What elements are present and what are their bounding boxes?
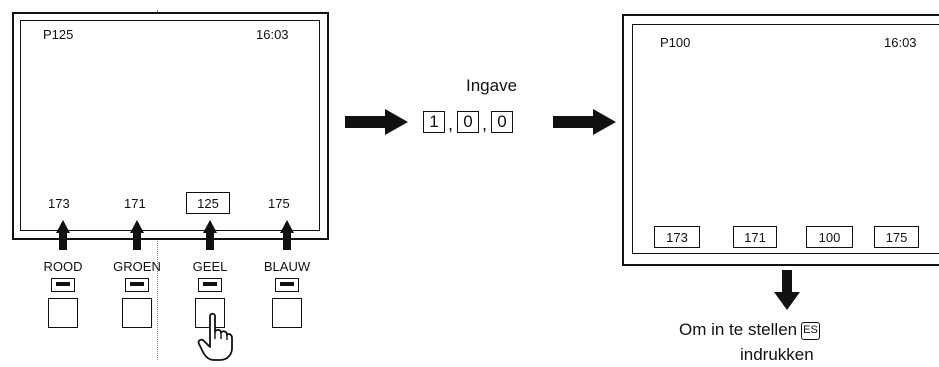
- left-screen-inner: [20, 20, 320, 231]
- button-label-blauw: BLAUW: [263, 259, 311, 274]
- arrow-down-icon: [774, 270, 800, 310]
- button-label-geel: GEEL: [192, 259, 228, 274]
- right-program-number: P100: [660, 35, 691, 50]
- left-value-rood: 173: [48, 196, 70, 211]
- arrow-right-icon: [553, 109, 616, 135]
- right-value-groen: 171: [733, 226, 777, 248]
- arrow-up-icon: [56, 220, 70, 250]
- left-time: 16:03: [256, 27, 289, 42]
- led-blauw: [275, 278, 299, 292]
- left-value-geel-selected: 125: [186, 192, 230, 214]
- arrow-up-icon: [280, 220, 294, 250]
- left-value-groen: 171: [124, 196, 146, 211]
- blauw-button[interactable]: [272, 298, 302, 328]
- separator: ,: [482, 114, 488, 134]
- groen-button[interactable]: [122, 298, 152, 328]
- right-value-blauw: 175: [874, 226, 919, 248]
- instruction-text: Om in te stellen: [679, 320, 798, 339]
- digit-key-1: 1: [423, 111, 445, 133]
- led-rood: [51, 278, 75, 292]
- digit-key-0: 0: [457, 111, 479, 133]
- arrow-up-icon: [130, 220, 144, 250]
- input-label: Ingave: [466, 76, 518, 95]
- left-value-blauw: 175: [268, 196, 290, 211]
- led-geel: [198, 278, 222, 292]
- instruction-line-2: indrukken: [740, 345, 814, 364]
- button-label-groen: GROEN: [113, 259, 161, 274]
- right-value-rood: 173: [654, 226, 700, 248]
- arrow-up-icon: [203, 220, 217, 250]
- digit-key-0: 0: [491, 111, 513, 133]
- left-screen: [12, 12, 329, 240]
- rood-button[interactable]: [48, 298, 78, 328]
- arrow-right-icon: [345, 109, 408, 135]
- pointing-hand-icon: [197, 312, 233, 361]
- button-label-rood: ROOD: [43, 259, 83, 274]
- es-button-icon: ES: [801, 321, 820, 340]
- right-screen-inner: [632, 24, 939, 254]
- left-program-number: P125: [43, 27, 74, 42]
- right-value-geel: 100: [806, 226, 853, 248]
- separator: ,: [448, 114, 454, 134]
- right-time: 16:03: [884, 35, 917, 50]
- led-groen: [125, 278, 149, 292]
- right-screen: [622, 14, 939, 266]
